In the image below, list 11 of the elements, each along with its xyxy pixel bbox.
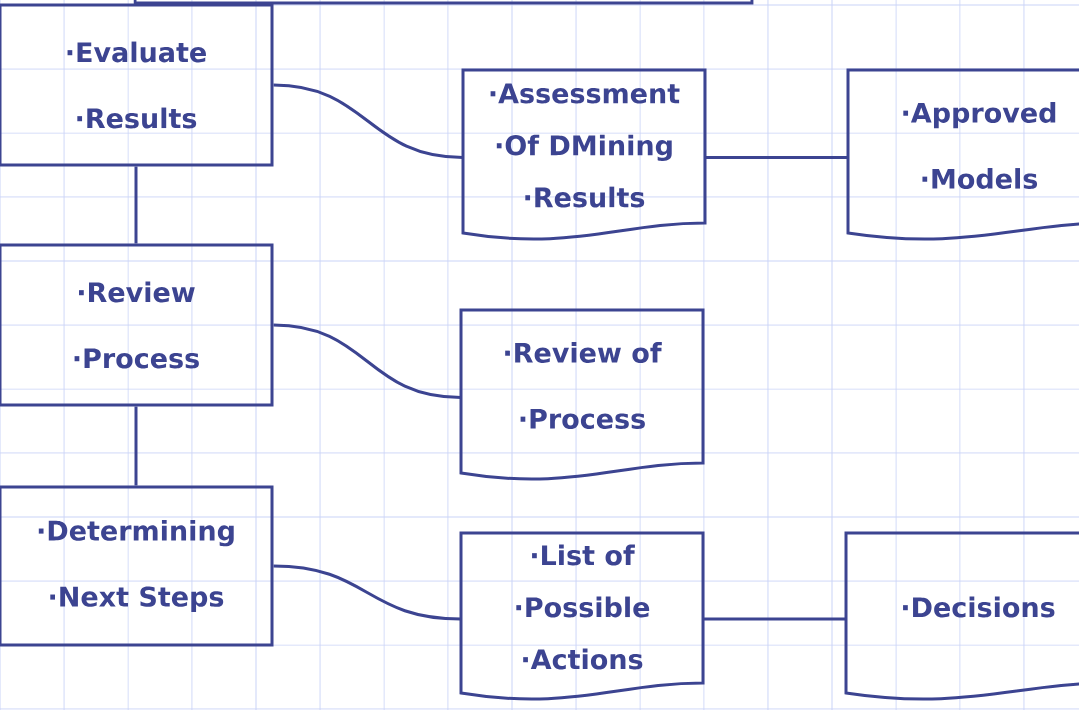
- connector-line: [273, 323, 461, 399]
- connector-line: [134, 166, 138, 244]
- connector-line: [703, 617, 846, 621]
- connector-line: [134, 406, 138, 486]
- connector-line: [705, 156, 848, 159]
- process-box: ·Evaluate ·Results: [0, 3, 274, 167]
- connector-line: [273, 564, 461, 621]
- process-box: ·Determining ·Next Steps: [0, 485, 274, 647]
- process-box: ·Review ·Process: [0, 243, 274, 407]
- box: [133, 0, 754, 5]
- connector-line: [273, 83, 463, 159]
